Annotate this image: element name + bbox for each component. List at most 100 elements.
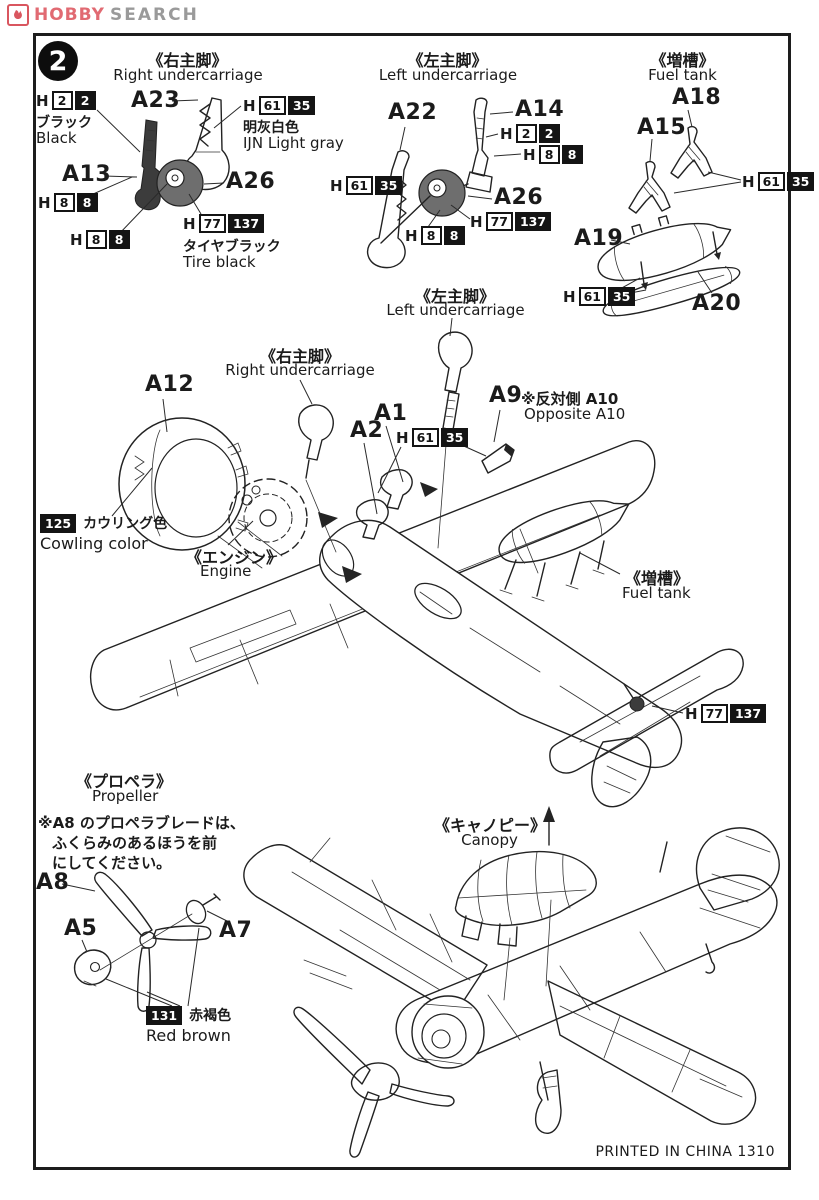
paint-chip-gray-tank-bottom: H 61 35 [563,287,636,306]
paint-code-aqueous: 2 [51,91,73,110]
paint-prefix: H [523,145,536,164]
right-undercarriage-parts-drawing [83,97,242,236]
left-undercarriage-parts-drawing [366,97,522,269]
paint-chip-tire-assembly: H 77 137 [685,704,767,723]
part-label-a23: A23 [131,88,181,113]
paint-code-lacquer: 35 [786,172,815,191]
paint-prefix: H [70,230,83,249]
color-name-en: Red brown [146,1026,231,1045]
color-name-jp: タイヤブラック [183,239,281,255]
part-label-a13: A13 [62,162,112,187]
paint-prefix: H [405,226,418,245]
part-label-a1: A1 [374,401,408,426]
paint-prefix: H [183,214,196,233]
right-uc-title-en: Right undercarriage [113,66,263,84]
paint-chip-red-brown: 131 赤褐色 [146,1005,231,1025]
paint-code-lacquer: 2 [74,91,96,110]
paint-code-aqueous: 8 [53,193,75,212]
color-name-en: Tire black [183,253,256,271]
part-label-a15: A15 [637,115,687,140]
hobby-search-watermark: HOBBY SEARCH [7,4,199,26]
paint-prefix: H [685,704,698,723]
paint-chip-silver-top-right-uc: H 8 8 [38,193,98,212]
paint-code-aqueous: 61 [578,287,606,306]
upper-aircraft-drawing [89,317,744,808]
paint-code-lacquer: 131 [146,1005,183,1025]
paint-prefix: H [563,287,576,306]
watermark-hobby-text: HOBBY [34,5,105,25]
paint-code-lacquer: 35 [374,176,403,195]
part-label-a14: A14 [515,97,565,122]
canopy-title-jp: 《キャノピー》 [433,816,546,835]
watermark-search-text: SEARCH [109,5,199,25]
color-name-jp: 赤褐色 [189,1008,232,1024]
paint-prefix: H [742,172,755,191]
paint-chip-tire-left-uc: H 77 137 [470,212,552,231]
paint-chip-black-left-uc: H 2 2 [500,124,560,143]
left-uc-title-en: Left undercarriage [378,66,518,84]
paint-code-lacquer: 137 [514,212,552,231]
fuel-tank-parts-drawing [597,109,742,317]
paint-code-aqueous: 8 [420,226,442,245]
part-label-a2: A2 [350,418,384,443]
part-label-a19: A19 [574,226,624,251]
color-name-en: Black [36,129,77,147]
assembly-right-uc-en: Right undercarriage [225,361,375,379]
a9-note-jp: ※反対側 A10 [521,390,619,408]
color-name-jp: ブラック [36,115,92,131]
paint-code-aqueous: 61 [411,428,439,447]
paint-prefix: H [470,212,483,231]
flame-logo-icon [7,4,29,26]
part-label-a26-left: A26 [494,185,544,210]
paint-code-aqueous: 61 [345,176,373,195]
paint-chip-silver-top-left-uc: H 8 8 [523,145,583,164]
paint-prefix: H [500,124,513,143]
paint-prefix: H [396,428,409,447]
part-label-a22: A22 [388,100,438,125]
engine-label-en: Engine [200,562,252,580]
a9-note-en: Opposite A10 [524,405,626,423]
paint-code-aqueous: 77 [198,214,226,233]
step-number-badge: 2 [38,41,78,81]
part-label-a9: A9 [489,383,523,408]
paint-code-lacquer: 8 [443,226,465,245]
printed-in-china-note: PRINTED IN CHINA 1310 [595,1144,775,1160]
paint-code-lacquer: 125 [40,513,77,533]
paint-code-lacquer: 35 [607,287,636,306]
paint-code-aqueous: 61 [757,172,785,191]
paint-chip-tire-right-uc: H 77 137 [183,214,265,233]
assembly-fuel-tank-jp: 《増槽》 [625,569,690,588]
propeller-title-jp: 《プロペラ》 [76,772,173,791]
paint-chip-black-right-uc: H 2 2 [36,91,96,110]
page-border [33,33,791,1170]
assembly-left-uc-en: Left undercarriage [386,301,525,319]
paint-code-aqueous: 61 [258,96,286,115]
left-uc-title-jp: 《左主脚》 [407,51,488,70]
color-name-jp: カウリング色 [83,516,168,532]
paint-chip-gray-tank-right: H 61 35 [742,172,815,191]
paint-code-lacquer: 137 [227,214,265,233]
part-label-a7: A7 [219,918,253,943]
propeller-title-en: Propeller [92,787,159,805]
paint-code-lacquer: 8 [108,230,130,249]
fuel-tank-title-jp: 《増槽》 [650,51,715,70]
paint-chip-gray-assembly: H 61 35 [396,428,469,447]
paint-code-aqueous: 8 [85,230,107,249]
propeller-note-line3: にしてください。 [52,854,172,872]
propeller-note-line2: ふくらみのあるほうを前 [52,834,218,852]
part-label-a5: A5 [64,916,98,941]
color-name-en: Cowling color [40,534,148,553]
paint-code-aqueous: 77 [700,704,728,723]
paint-code-lacquer: 8 [561,145,583,164]
part-label-a8: A8 [36,870,70,895]
lower-aircraft-drawing [243,806,780,1158]
color-name-en: IJN Light gray [243,134,344,152]
paint-code-lacquer: 35 [440,428,469,447]
paint-chip-gray-left-uc: H 61 35 [330,176,403,195]
paint-prefix: H [330,176,343,195]
paint-chip-cowling-color: 125 カウリング色 [40,513,167,533]
propeller-parts-drawing [61,871,228,1012]
paint-chip-gray-right-uc: H 61 35 [243,96,316,115]
part-label-a12: A12 [145,372,195,397]
